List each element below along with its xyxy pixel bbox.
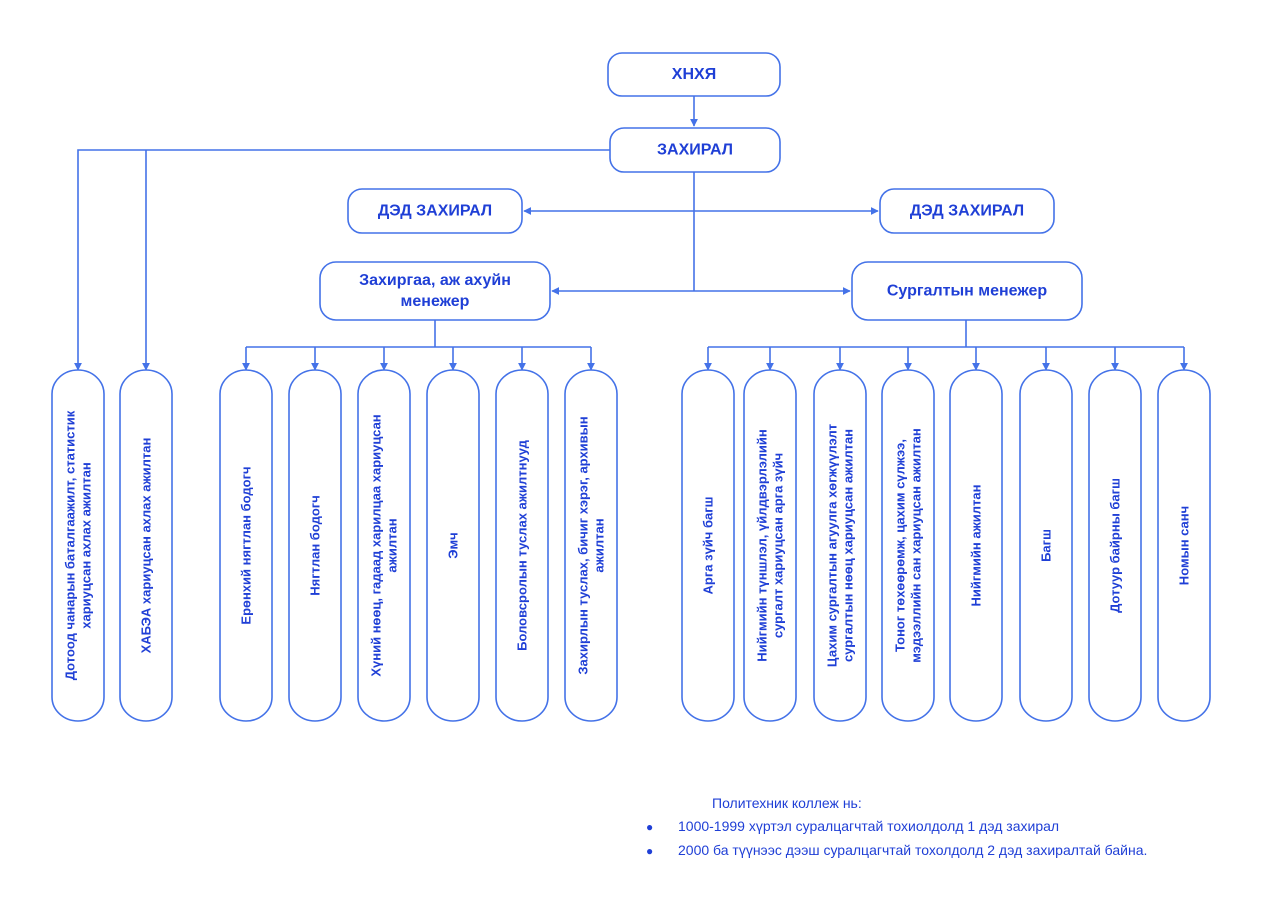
box-training-staff: Номын санч [1157, 369, 1211, 722]
box-deputy-right-label: ДЭД ЗАХИРАЛ [910, 203, 1024, 220]
box-training-staff-label: Нийгмийн ажилтан [969, 485, 984, 607]
box-training-staff-label: Арга зүйч багш [701, 497, 716, 595]
box-training-staff-label: Багш [1039, 529, 1054, 562]
box-admin-staff-shape [288, 369, 342, 722]
bullet-icon: ● [646, 820, 654, 834]
box-training-staff-label: Номын санч [1177, 506, 1192, 585]
box-admin-staff-label: Хүний нөөц, гадаад харилцаа хариуцсан [368, 414, 383, 676]
box-admin-staff-label: Эмч [446, 532, 461, 558]
box-admin-manager-shape [319, 261, 551, 321]
box-deputy-left-label: ДЭД ЗАХИРАЛ [378, 203, 492, 220]
box-training-staff-shape [881, 369, 935, 722]
box-training-staff-shape [949, 369, 1003, 722]
box-training-manager: Сургалтын менежер [851, 261, 1083, 321]
box-training-staff-shape [743, 369, 797, 722]
box-director-shape [609, 127, 781, 173]
box-director: ЗАХИРАЛ [609, 127, 781, 173]
box-admin-staff-label: Захирлын туслах, бичиг хэрэг, архивын [575, 416, 590, 674]
box-training-staff: Дотуур байрны багш [1088, 369, 1142, 722]
box-training-staff-shape [681, 369, 735, 722]
box-safety-staff-label: ХАБЭА хариуцсан ахлах ажилтан [139, 438, 154, 654]
box-admin-manager-label: менежер [401, 293, 470, 310]
box-admin-staff-label: Ерөнхий нягтлан бодогч [239, 466, 254, 624]
box-training-staff-label: Тоног төхөөрөмж, цахим сүлжээ, [892, 439, 907, 652]
box-training-staff: Нийгмийн ажилтан [949, 369, 1003, 722]
note-heading: Политехник коллеж нь: [712, 795, 862, 811]
note-item-text: 2000 ба түүнээс дээш суралцагчтай тохолд… [678, 842, 1148, 858]
box-khnkhya: ХНХЯ [607, 52, 781, 97]
note-item: ● 1000-1999 хүртэл суралцагчтай тохиолдо… [640, 815, 1260, 839]
box-admin-staff-shape [495, 369, 549, 722]
box-training-staff-shape [1088, 369, 1142, 722]
box-training-staff-label: мэдээллийн сан хариуцсан ажилтан [909, 428, 924, 662]
box-training-manager-shape [851, 261, 1083, 321]
bullet-icon: ● [646, 844, 654, 858]
org-boxes: ХНХЯ ЗАХИРАЛ ДЭД ЗАХИРАЛ ДЭД ЗАХИРАЛ Захирга… [51, 52, 1211, 722]
box-admin-staff: Ерөнхий нягтлан бодогч [219, 369, 273, 722]
box-training-staff-label: сургалт хариуцсан арга зүйч [771, 453, 786, 638]
box-admin-staff-label: Нягтлан бодогч [308, 495, 323, 596]
box-training-staff-label: Цахим сургалтын агуулга хөгжүүлэлт [824, 424, 839, 667]
box-training-staff-shape [1019, 369, 1073, 722]
box-training-staff-shape [813, 369, 867, 722]
box-training-staff-label: сургалтын нөөц хариуцсан ажилтан [841, 429, 856, 662]
box-training-staff: Багш [1019, 369, 1073, 722]
box-deputy-left-shape [347, 188, 523, 234]
box-quality-staff-label: хариуцсан ахлах ажилтан [79, 462, 94, 628]
box-admin-staff-label: ажилтан [592, 518, 607, 572]
box-khnkhya-shape [607, 52, 781, 97]
box-admin-staff: Нягтлан бодогч [288, 369, 342, 722]
box-safety-staff: ХАБЭА хариуцсан ахлах ажилтан [119, 369, 173, 722]
box-deputy-right: ДЭД ЗАХИРАЛ [879, 188, 1055, 234]
box-training-staff-shape [1157, 369, 1211, 722]
box-admin-staff-shape [357, 369, 411, 722]
note-item-text: 1000-1999 хүртэл суралцагчтай тохиолдолд… [678, 818, 1060, 834]
note-item: ● 2000 ба түүнээс дээш суралцагчтай тохо… [640, 839, 1260, 863]
box-admin-staff: Эмч [426, 369, 480, 722]
box-training-staff: Тоног төхөөрөмж, цахим сүлжээ,мэдээллийн… [881, 369, 935, 722]
box-director-label: ЗАХИРАЛ [657, 142, 733, 159]
box-training-staff-label: Дотуур байрны багш [1108, 478, 1123, 613]
box-training-staff-label: Нийгмийн түншлэл, үйлдвэрлэлийн [754, 429, 769, 661]
box-admin-staff-label: Боловсролын туслах ажилтнууд [515, 439, 530, 650]
box-deputy-left: ДЭД ЗАХИРАЛ [347, 188, 523, 234]
box-admin-staff-shape [219, 369, 273, 722]
connector-lines [74, 96, 1188, 371]
box-khnkhya-label: ХНХЯ [672, 66, 716, 83]
connector-director-staff-1 [74, 149, 610, 371]
box-admin-staff-shape [564, 369, 618, 722]
note-block: Политехник коллеж нь: ● 1000-1999 хүртэл… [640, 792, 1260, 863]
box-training-staff: Арга зүйч багш [681, 369, 735, 722]
box-admin-staff-shape [426, 369, 480, 722]
box-quality-staff-shape [51, 369, 105, 722]
box-training-manager-label: Сургалтын менежер [887, 283, 1047, 300]
box-admin-manager: Захиргаа, аж ахуйн менежер [319, 261, 551, 321]
box-admin-staff-label: ажилтан [385, 518, 400, 572]
box-safety-staff-shape [119, 369, 173, 722]
box-admin-manager-label: Захиргаа, аж ахуйн [359, 272, 511, 289]
box-quality-staff-label: Дотоод чанарын баталгаажилт, статистик [62, 410, 77, 680]
box-admin-staff: Боловсролын туслах ажилтнууд [495, 369, 549, 722]
box-deputy-right-shape [879, 188, 1055, 234]
